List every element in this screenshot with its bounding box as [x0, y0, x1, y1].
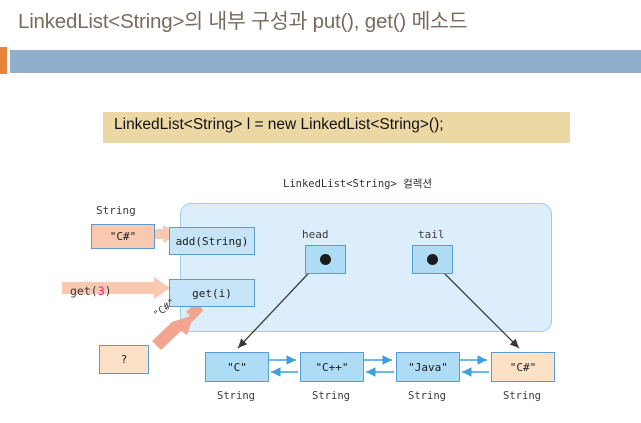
- list-node-type: String: [408, 390, 446, 402]
- header-divider-bar: [10, 50, 641, 73]
- code-declaration-text: LinkedList<String> l = new LinkedList<St…: [114, 116, 444, 133]
- accent-bar: [0, 47, 7, 74]
- result-placeholder-box: ?: [99, 345, 149, 374]
- list-node: "Java": [396, 352, 460, 382]
- list-node: "C#": [491, 352, 555, 382]
- tail-pointer-dot: [427, 254, 438, 265]
- get-call-index: 3: [97, 284, 105, 298]
- list-node: "C": [205, 352, 269, 382]
- input-value-box: "C#": [91, 224, 155, 249]
- head-label: head: [302, 228, 329, 241]
- page-title: LinkedList<String>의 내부 구성과 put(), get() …: [18, 10, 468, 33]
- head-pointer-box: [305, 245, 346, 274]
- add-method-box: add(String): [169, 227, 255, 255]
- list-node-type: String: [312, 390, 350, 402]
- get-call-label: get(3): [70, 284, 112, 298]
- tail-label: tail: [418, 228, 445, 241]
- head-pointer-dot: [320, 254, 331, 265]
- get-method-box: get(i): [169, 279, 255, 307]
- tail-pointer-box: [412, 245, 453, 274]
- returned-value-label: "C#": [152, 297, 178, 321]
- linkedlist-collection-container: [180, 203, 552, 332]
- input-type-label: String: [96, 204, 136, 217]
- get-call-prefix: get(: [70, 284, 98, 298]
- code-declaration-strip: LinkedList<String> l = new LinkedList<St…: [103, 112, 570, 143]
- list-node-type: String: [217, 390, 255, 402]
- get-call-suffix: ): [104, 284, 112, 298]
- list-node: "C++": [300, 352, 364, 382]
- list-node-type: String: [503, 390, 541, 402]
- collection-title-label: LinkedList<String> 컬렉션: [283, 178, 433, 190]
